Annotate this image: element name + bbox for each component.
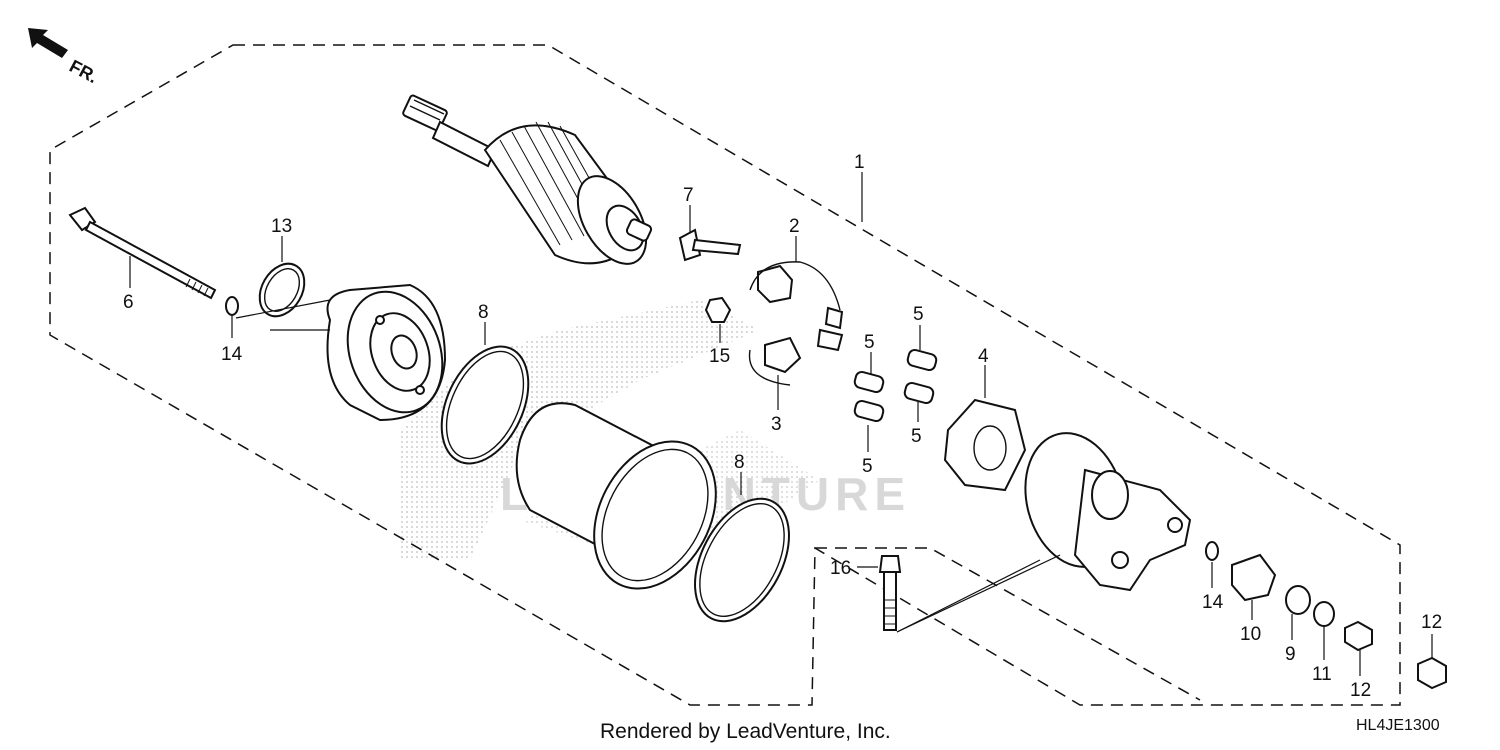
brush-3 xyxy=(748,328,844,386)
front-direction-label: FR. xyxy=(66,56,101,87)
o-ring-13 xyxy=(258,262,306,318)
washer-14-left xyxy=(225,296,239,316)
callout-8a: 8 xyxy=(478,302,489,323)
callout-16: 16 xyxy=(830,558,851,579)
diagram-code: HL4JE1300 xyxy=(1356,717,1440,734)
callout-5b: 5 xyxy=(913,304,924,325)
nut-12-inline xyxy=(1344,620,1373,652)
callout-9: 9 xyxy=(1285,644,1296,665)
callout-7: 7 xyxy=(683,185,694,206)
callout-5c: 5 xyxy=(911,426,922,447)
callout-2: 2 xyxy=(789,216,800,237)
washer-11 xyxy=(1313,601,1335,627)
callout-3: 3 xyxy=(771,414,782,435)
bolt-sub-boundary xyxy=(815,547,1201,701)
rear-housing xyxy=(1024,432,1192,592)
callout-4: 4 xyxy=(978,346,989,367)
callout-10: 10 xyxy=(1240,624,1261,645)
front-cover xyxy=(326,283,447,422)
insulator-10 xyxy=(1231,553,1277,602)
brush-holder-2 xyxy=(749,261,844,330)
callout-1: 1 xyxy=(854,152,865,173)
o-ring-8-right xyxy=(694,497,790,623)
callout-6: 6 xyxy=(123,292,134,313)
leader-lines xyxy=(129,172,1433,676)
callout-13: 13 xyxy=(271,216,292,237)
washer-14-right xyxy=(1205,541,1219,561)
callout-11: 11 xyxy=(1312,664,1332,685)
brush-springs-5 xyxy=(853,348,938,423)
nut-12-separate xyxy=(1417,656,1447,690)
callout-12b: 12 xyxy=(1421,612,1442,633)
rendered-by-credit: Rendered by LeadVenture, Inc. xyxy=(600,720,891,743)
nut-15 xyxy=(704,296,732,323)
callout-12a: 12 xyxy=(1350,680,1371,701)
front-direction-arrow-icon xyxy=(28,28,68,58)
terminal-bolt-7 xyxy=(678,228,742,262)
washer-9 xyxy=(1285,585,1311,615)
motor-case xyxy=(515,402,717,590)
brush-plate-4 xyxy=(943,398,1027,492)
callout-8b: 8 xyxy=(734,452,745,473)
callout-14b: 14 xyxy=(1202,592,1224,613)
callout-5a: 5 xyxy=(864,332,875,353)
through-bolt xyxy=(68,206,217,300)
callout-14a: 14 xyxy=(221,344,243,365)
callout-5d: 5 xyxy=(862,456,873,477)
mounting-bolt-16 xyxy=(878,555,902,631)
callout-15: 15 xyxy=(709,346,730,367)
armature xyxy=(402,94,653,265)
